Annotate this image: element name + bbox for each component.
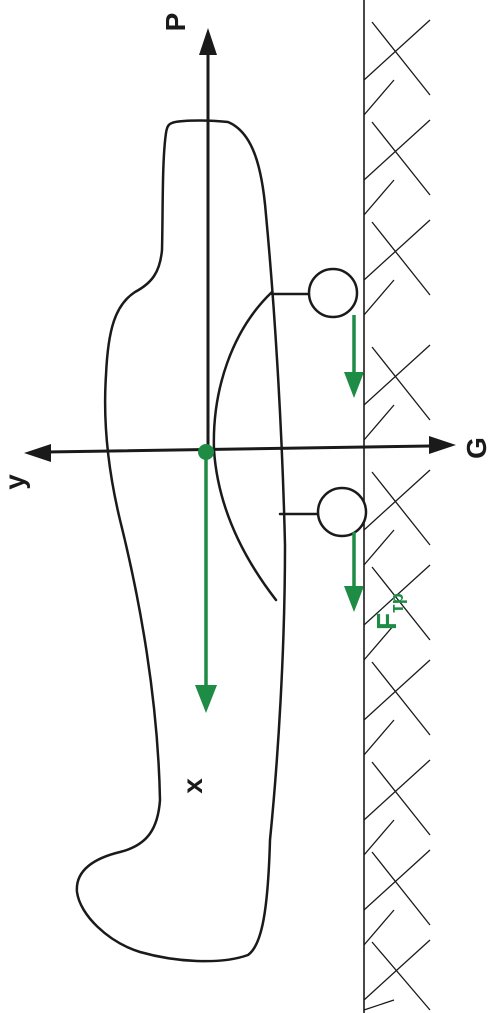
horizontal-axis-line [44, 444, 432, 454]
hatch-line [371, 21, 431, 96]
hatch-line [363, 719, 395, 756]
hatch-line [363, 939, 431, 1001]
ground-hatching [363, 19, 431, 1011]
hatch-line [363, 759, 431, 821]
hatch-line [363, 469, 431, 531]
friction-force-label: F тр [371, 593, 407, 630]
ground [363, 0, 431, 1013]
f-subscript: тр [387, 593, 407, 613]
hatch-line [363, 624, 395, 661]
hatch-line [363, 279, 395, 316]
g-label: G [461, 437, 492, 459]
hatch-line [363, 179, 395, 216]
hatch-line [371, 221, 431, 296]
hatch-line [371, 851, 431, 926]
y-label: y [0, 474, 30, 490]
wheel-arch [212, 290, 278, 602]
rear-wheel [316, 486, 368, 538]
f-label: F [371, 613, 402, 630]
rear-friction-arrowhead [344, 586, 364, 612]
hatch-line [363, 529, 395, 566]
hatch-line [363, 564, 431, 626]
hatch-line [363, 659, 431, 721]
x-force-arrowhead [195, 685, 217, 713]
hatch-line [371, 346, 431, 421]
center-of-mass-dot [198, 444, 214, 460]
hatch-line [371, 471, 431, 546]
front-friction-arrowhead [344, 372, 364, 398]
car-body-outline [75, 119, 287, 963]
front-wheel [307, 267, 359, 319]
hatch-line [363, 19, 431, 81]
hatch-line [363, 404, 395, 441]
hatch-line [363, 79, 395, 116]
hatch-line [371, 661, 431, 736]
hatch-line [363, 819, 395, 856]
hatch-line [371, 566, 431, 641]
hatch-line [363, 999, 395, 1011]
hatch-line [363, 219, 431, 281]
hatch-line [363, 119, 431, 181]
hatch-line [363, 849, 431, 911]
hatch-line [363, 909, 395, 946]
hatch-line [371, 941, 431, 1011]
p-axis-arrowhead [199, 28, 217, 55]
p-label: P [160, 13, 191, 32]
g-axis-arrowhead [429, 436, 456, 454]
hatch-line [371, 121, 431, 196]
y-axis-arrowhead [24, 444, 51, 462]
hatch-line [363, 344, 431, 406]
x-label: x [177, 778, 208, 794]
hatch-line [371, 761, 431, 836]
